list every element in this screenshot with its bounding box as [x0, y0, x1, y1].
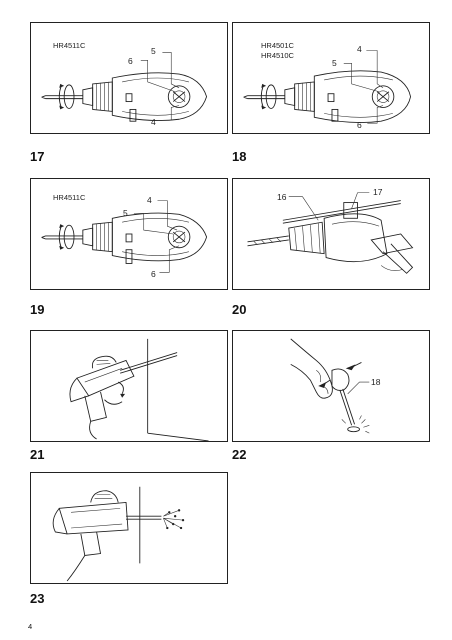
figure-23-number: 23 [30, 591, 45, 606]
figure-20-callout-17: 17 [373, 187, 383, 197]
figure-20-callout-16: 16 [277, 192, 287, 202]
figure-17-number: 17 [30, 149, 45, 164]
figure-21-number: 21 [30, 447, 45, 462]
figure-22-callout-18: 18 [371, 377, 381, 387]
figure-18-model-2: HR4510C [261, 51, 294, 60]
figure-23-drawing [52, 486, 185, 582]
figure-18-drawing [243, 50, 412, 124]
figure-21-panel [30, 330, 228, 442]
figure-17-panel: HR4511C 5 6 4 [30, 22, 228, 134]
figure-19-drawing [41, 200, 208, 273]
figure-19-callout-5: 5 [123, 208, 128, 218]
figure-22-drawing [290, 338, 370, 434]
figure-19-model: HR4511C [53, 193, 86, 202]
figure-18-callout-6: 6 [357, 120, 362, 130]
figure-17-callout-4: 4 [151, 117, 156, 127]
figure-18-callout-4: 4 [357, 44, 362, 54]
figure-23-panel [30, 472, 228, 584]
figure-19-panel: HR4511C 4 5 6 [30, 178, 228, 290]
figure-19-callout-4: 4 [147, 195, 152, 205]
figure-17-drawing [41, 52, 208, 122]
figure-17-callout-6: 6 [128, 56, 133, 66]
figure-19-number: 19 [30, 302, 45, 317]
figure-18-panel: HR4501C HR4510C 4 5 6 [232, 22, 430, 134]
figure-22-panel: 18 [232, 330, 430, 442]
figure-20-panel: 16 17 [232, 178, 430, 290]
figure-17-model: HR4511C [53, 41, 86, 50]
figure-18-callout-5: 5 [332, 58, 337, 68]
figure-20-drawing [247, 192, 414, 274]
figure-17-callout-5: 5 [151, 46, 156, 56]
figure-21-drawing [69, 338, 209, 441]
figure-20-number: 20 [232, 302, 247, 317]
figure-19-callout-6: 6 [151, 269, 156, 279]
figure-18-number: 18 [232, 149, 247, 164]
page-number: 4 [28, 622, 33, 631]
figure-18-model-1: HR4501C [261, 41, 294, 50]
figure-22-number: 22 [232, 447, 247, 462]
